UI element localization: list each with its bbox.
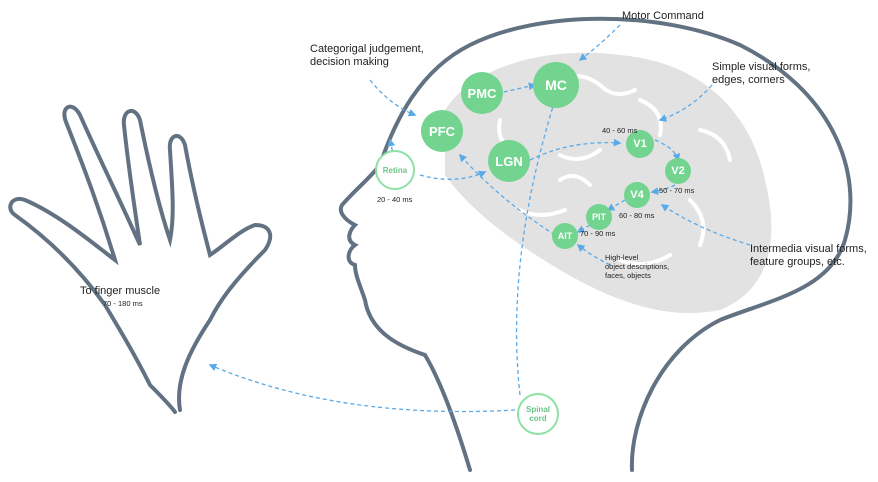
connection-arrows xyxy=(208,24,751,413)
label-finger-time: 70 - 180 ms xyxy=(103,299,143,308)
label-high-level-3: faces, objects xyxy=(605,271,651,280)
label-categorical-2: decision making xyxy=(310,56,389,68)
label-simple-2: edges, corners xyxy=(712,74,785,86)
node-retina: Retina xyxy=(375,150,415,190)
node-v4: V4 xyxy=(624,182,650,208)
label-high-level-2: object descriptions, xyxy=(605,262,670,271)
label-high-level: High-level xyxy=(605,253,639,262)
label-v4-time: 60 - 80 ms xyxy=(619,211,655,220)
node-ait: AIT xyxy=(552,223,578,249)
node-v1: V1 xyxy=(626,130,654,158)
brain-shape xyxy=(445,52,772,314)
label-simple: Simple visual forms, xyxy=(712,61,811,73)
label-v1-time: 40 - 60 ms xyxy=(602,126,638,135)
hand-outline xyxy=(8,104,273,414)
node-v2: V2 xyxy=(665,158,691,184)
label-retina-time: 20 - 40 ms xyxy=(377,195,413,204)
node-spinal-cord: Spinal cord xyxy=(517,393,559,435)
label-intermediate: Intermedia visual forms, xyxy=(750,243,867,255)
node-pmc: PMC xyxy=(461,72,503,114)
node-pit: PIT xyxy=(586,204,612,230)
node-mc: MC xyxy=(533,62,579,108)
label-categorical: Categorigal judgement, xyxy=(310,43,424,55)
label-intermediate-2: feature groups, etc. xyxy=(750,256,845,268)
head-outline xyxy=(338,16,853,472)
label-v2-time: 50 - 70 ms xyxy=(659,186,695,195)
node-pfc: PFC xyxy=(421,110,463,152)
node-lgn: LGN xyxy=(488,140,530,182)
label-motor-command: Motor Command xyxy=(622,10,704,22)
label-finger: To finger muscle xyxy=(80,285,161,297)
label-pit-time: 70 - 90 ms xyxy=(580,229,616,238)
